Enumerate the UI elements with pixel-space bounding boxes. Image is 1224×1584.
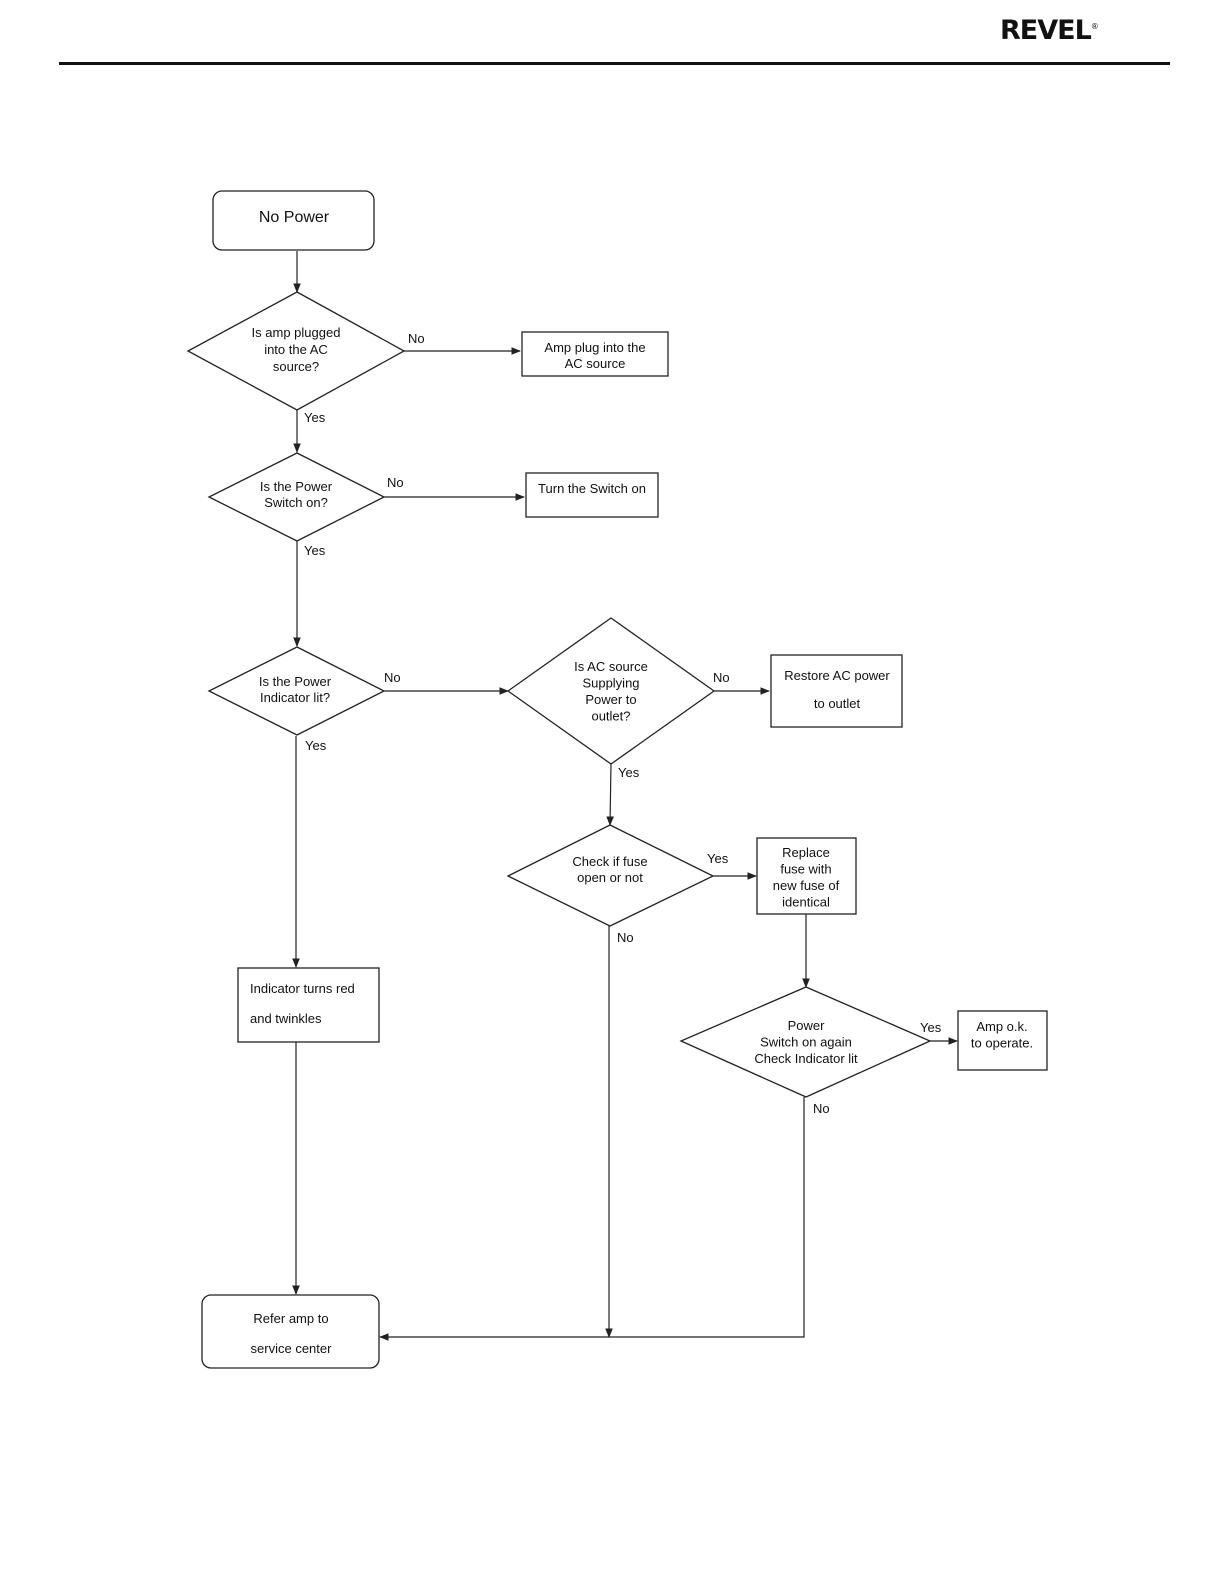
label-indicator-no: No <box>384 670 401 685</box>
action-turn-switch-on: Turn the Switch on <box>525 472 659 518</box>
decision-switch-on-again-shape <box>679 986 932 1098</box>
node-text-line: Switch on? <box>264 495 328 510</box>
edges <box>292 251 958 1341</box>
label-again-yes: Yes <box>920 1020 942 1035</box>
terminal-service-center: Refer amp to service center <box>201 1294 380 1369</box>
header-rule <box>59 62 1170 65</box>
node-text-line: Power to <box>585 692 636 707</box>
node-text-line: Replace <box>782 845 830 860</box>
action-amp-ok: Amp o.k. to operate. <box>957 1010 1048 1071</box>
node-text-line: Amp plug into the <box>544 340 645 355</box>
label-switch-no: No <box>387 475 404 490</box>
action-replace-fuse-shape <box>756 837 857 915</box>
logo-text: REVEL <box>1000 15 1092 46</box>
action-restore-ac-power: Restore AC power to outlet <box>770 654 903 728</box>
edge-ac-yes <box>606 763 614 826</box>
node-text-line: AC source <box>565 356 626 371</box>
node-text-line: Indicator lit? <box>260 690 330 705</box>
node-text-line: Supplying <box>582 676 639 691</box>
label-fuse-yes: Yes <box>707 851 729 866</box>
action-restore-ac-power-text: Restore AC power to outlet <box>784 668 890 711</box>
action-indicator-red-shape <box>237 967 380 1043</box>
node-text-line: Is the Power <box>259 674 332 689</box>
decision-ac-source-shape <box>506 617 716 765</box>
node-text-line: and twinkles <box>250 1011 322 1026</box>
node-no-power: No Power <box>212 190 375 251</box>
terminal-service-center-text: Refer amp to service center <box>251 1311 333 1356</box>
node-text-line: Is the Power <box>260 479 333 494</box>
node-text-line: Switch on again <box>760 1035 852 1050</box>
node-text-line: identical <box>782 895 830 910</box>
label-again-no: No <box>813 1101 830 1116</box>
node-text-line: Check Indicator lit <box>754 1051 858 1066</box>
action-turn-switch-on-shape <box>525 472 659 518</box>
node-text-line: fuse with <box>780 862 831 877</box>
node-text-line: to outlet <box>814 696 861 711</box>
decision-power-switch-shape <box>207 452 386 542</box>
node-text-line: outlet? <box>591 709 630 724</box>
node-text-line: to operate. <box>971 1036 1033 1051</box>
node-text-line: open or not <box>577 870 643 885</box>
decision-amp-plugged-shape <box>186 291 406 411</box>
node-text-line: Amp o.k. <box>976 1019 1027 1034</box>
decision-amp-plugged: Is amp plugged into the AC source? <box>186 291 406 411</box>
revel-logo: REVEL® <box>1000 14 1099 48</box>
label-switch-yes: Yes <box>304 543 326 558</box>
node-text-line: Turn the Switch on <box>538 481 646 496</box>
label-plugged-no: No <box>408 331 425 346</box>
label-indicator-yes: Yes <box>305 738 327 753</box>
node-text-line: Restore AC power <box>784 668 890 683</box>
registered-mark: ® <box>1090 22 1099 31</box>
label-ac-no: No <box>713 670 730 685</box>
node-text-line: No Power <box>259 209 330 226</box>
decision-check-fuse-shape <box>506 824 715 927</box>
node-text-line: Indicator turns red <box>250 981 355 996</box>
node-text-line: source? <box>273 359 319 374</box>
action-amp-ok-text: Amp o.k. to operate. <box>971 1019 1033 1051</box>
label-ac-yes: Yes <box>618 765 640 780</box>
action-amp-ok-shape <box>957 1010 1048 1071</box>
edge-again-no <box>379 1097 805 1341</box>
label-fuse-no: No <box>617 930 634 945</box>
terminal-service-center-shape <box>201 1294 380 1369</box>
node-text-line: Is AC source <box>574 659 648 674</box>
nodes: No Power Is amp plugged into the AC source… <box>186 190 1048 1369</box>
node-no-power-text: No Power <box>259 209 330 226</box>
node-text-line: into the AC <box>264 342 328 357</box>
label-plugged-yes: Yes <box>304 410 326 425</box>
node-text-line: service center <box>251 1341 333 1356</box>
node-text-line: Check if fuse <box>572 854 647 869</box>
action-indicator-red: Indicator turns red and twinkles <box>237 967 380 1043</box>
node-text-line: Power <box>788 1018 826 1033</box>
decision-amp-plugged-text: Is amp plugged into the AC source? <box>252 325 341 374</box>
node-text-line: new fuse of <box>773 878 840 893</box>
action-amp-plug-shape <box>521 331 669 377</box>
action-turn-switch-on-text: Turn the Switch on <box>538 481 646 496</box>
node-text-line: Is amp plugged <box>252 325 341 340</box>
action-restore-ac-power-shape <box>770 654 903 728</box>
node-text-line: Refer amp to <box>253 1311 328 1326</box>
decision-power-indicator-shape <box>207 646 386 736</box>
edge-labels: No Yes No Yes No Yes No Yes Yes No Yes N… <box>304 331 942 1116</box>
node-no-power-shape <box>212 190 375 251</box>
action-indicator-red-text: Indicator turns red and twinkles <box>250 981 355 1026</box>
